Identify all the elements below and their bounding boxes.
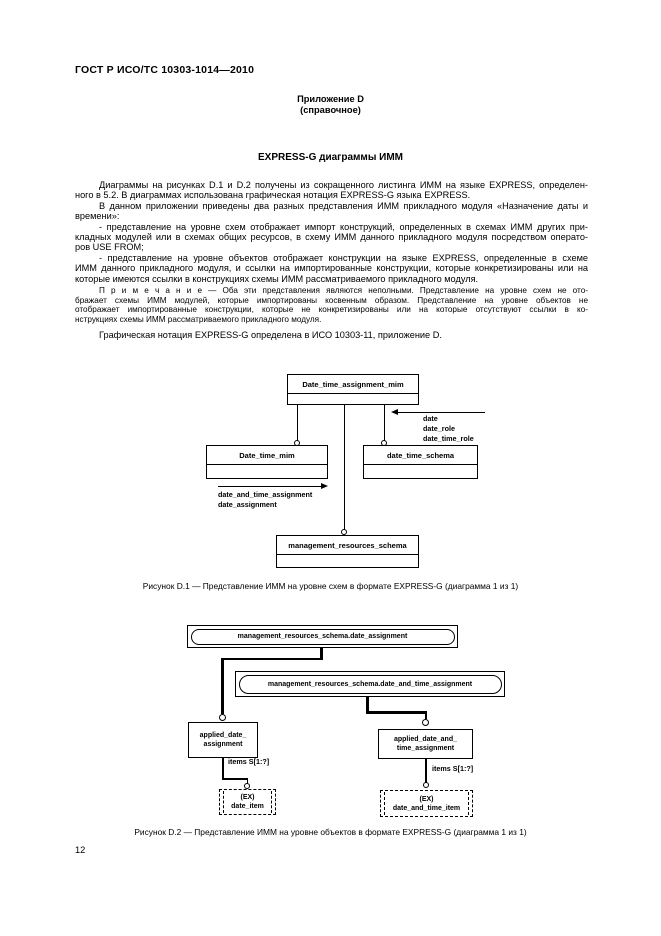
entity-box-applied-date-assignment: applied_date_ assignment xyxy=(188,722,258,758)
paragraph: В данном приложении приведены два разных… xyxy=(75,201,588,222)
schema-box-title: Date_time_assignment_mim xyxy=(288,375,418,394)
doc-number: ГОСТ Р ИСО/ТС 10303-1014—2010 xyxy=(75,64,255,76)
connector-line xyxy=(297,405,298,441)
select-label-line: date_item xyxy=(231,803,264,810)
select-label-line: (EX) xyxy=(419,795,434,803)
ref-box-label: management_resources_schema.date_and_tim… xyxy=(238,674,502,694)
attribute-line xyxy=(246,778,248,784)
entity-label-line: assignment xyxy=(203,741,243,748)
paragraph-line: - представление на уровне схем отображае… xyxy=(99,221,588,232)
connector-line xyxy=(424,711,427,719)
cardinality-label: items S[1:?] xyxy=(228,757,270,766)
schema-box-management-resources-schema: management_resources_schema xyxy=(276,535,419,568)
entity-label-line: time_assignment xyxy=(396,745,455,752)
relation-circle xyxy=(422,719,429,726)
note-line: нструкциях схемы ИММ рассматриваемого пр… xyxy=(75,315,322,325)
annex-note: (справочное) xyxy=(300,105,361,115)
relation-circle xyxy=(219,714,226,721)
select-box-date-item: (EX) date_item xyxy=(219,789,276,815)
paragraph-bullet: - представление на уровне объектов отобр… xyxy=(75,253,588,284)
select-edge-bar xyxy=(468,792,469,815)
connector-line xyxy=(366,697,369,714)
paragraph-line: Диаграммы на рисунках D.1 и D.2 получены… xyxy=(99,180,588,190)
select-label-line: date_and_time_item xyxy=(392,804,461,812)
arrow-line xyxy=(218,486,321,487)
connector-line xyxy=(320,647,323,660)
page-number: 12 xyxy=(75,845,86,855)
paragraph-line: кладных модулей или в схемах общих ресур… xyxy=(75,232,588,243)
ref-box-date-assignment: management_resources_schema.date_assignm… xyxy=(187,625,458,648)
select-label-line: (EX) xyxy=(240,794,255,801)
schema-box-date-time-mim: Date_time_mim xyxy=(206,445,328,479)
schema-box-title: date_time_schema xyxy=(364,446,477,465)
schema-box-title: Date_time_mim xyxy=(207,446,327,465)
paragraph-line: В данном приложении приведены два разных… xyxy=(99,200,588,211)
schema-box-date-time-assignment-mim: Date_time_assignment_mim xyxy=(287,374,419,405)
annex-label: Приложение D xyxy=(297,94,364,104)
figure-d1-caption: Рисунок D.1 — Представление ИММ на уровн… xyxy=(142,581,519,591)
note-line: отображает импортированные конструкции, … xyxy=(75,305,588,315)
body-text: Диаграммы на рисунках D.1 и D.2 получены… xyxy=(75,180,588,340)
paragraph: Диаграммы на рисунках D.1 и D.2 получены… xyxy=(75,180,588,201)
paragraph-line: - представление на уровне объектов отобр… xyxy=(99,252,588,263)
paragraph: Графическая нотация EXPRESS-G определена… xyxy=(75,330,588,340)
paragraph-line: ИММ данного прикладного модуля, и ссылки… xyxy=(75,263,588,274)
connector-line xyxy=(366,711,427,714)
connector-line xyxy=(384,405,385,441)
attr-label: date_assignment xyxy=(218,500,277,509)
connector-line xyxy=(221,657,323,660)
entity-label-line: applied_date_ xyxy=(199,732,247,739)
ref-box-label: management_resources_schema.date_assignm… xyxy=(190,628,455,645)
note-line: П р и м е ч а н и е — Оба эти представле… xyxy=(99,286,588,296)
relation-circle xyxy=(341,529,347,535)
select-box-date-and-time-item: (EX) date_and_time_item xyxy=(380,790,473,817)
attr-label: date_and_time_assignment xyxy=(218,490,313,499)
attr-label: date xyxy=(423,414,438,423)
schema-box-title: management_resources_schema xyxy=(277,536,418,555)
select-edge-bar xyxy=(223,791,224,813)
relation-circle xyxy=(423,782,429,788)
paragraph-line: ного в 5.2. В диаграммах использована гр… xyxy=(75,190,471,201)
connector-line xyxy=(221,657,224,714)
arrow-left-icon xyxy=(391,409,398,415)
attribute-line xyxy=(222,758,224,779)
attr-label: date_role xyxy=(423,424,455,433)
relation-circle xyxy=(244,783,250,789)
entity-label-line: applied_date_and_ xyxy=(393,736,458,743)
paragraph-bullet: - представление на уровне схем отображае… xyxy=(75,222,588,253)
attribute-line xyxy=(222,778,248,780)
section-title: EXPRESS-G диаграммы ИММ xyxy=(258,152,403,163)
paragraph-line: которые имеются ссылки в конструкциях сх… xyxy=(75,273,479,284)
select-edge-bar xyxy=(384,792,385,815)
note-line: бражает схемы ИММ модулей, которые импор… xyxy=(75,295,588,305)
connector-line xyxy=(344,405,345,530)
attr-label: date_time_role xyxy=(423,434,474,443)
attribute-line xyxy=(425,759,427,783)
entity-box-applied-date-and-time-assignment: applied_date_and_ time_assignment xyxy=(378,729,473,759)
paragraph-line: ров USE FROM; xyxy=(75,242,144,253)
arrow-line xyxy=(398,412,485,413)
paragraph-line: времени»: xyxy=(75,211,120,222)
note-paragraph: П р и м е ч а н и е — Оба эти представле… xyxy=(75,286,588,325)
ref-box-date-and-time-assignment: management_resources_schema.date_and_tim… xyxy=(235,671,505,697)
paragraph-line: Графическая нотация EXPRESS-G определена… xyxy=(99,329,442,340)
figure-d2-caption: Рисунок D.2 — Представление ИММ на уровн… xyxy=(134,827,527,837)
select-edge-bar xyxy=(271,791,272,813)
arrow-right-icon xyxy=(321,483,328,489)
schema-box-date-time-schema: date_time_schema xyxy=(363,445,478,479)
cardinality-label: items S[1:?] xyxy=(432,764,474,773)
